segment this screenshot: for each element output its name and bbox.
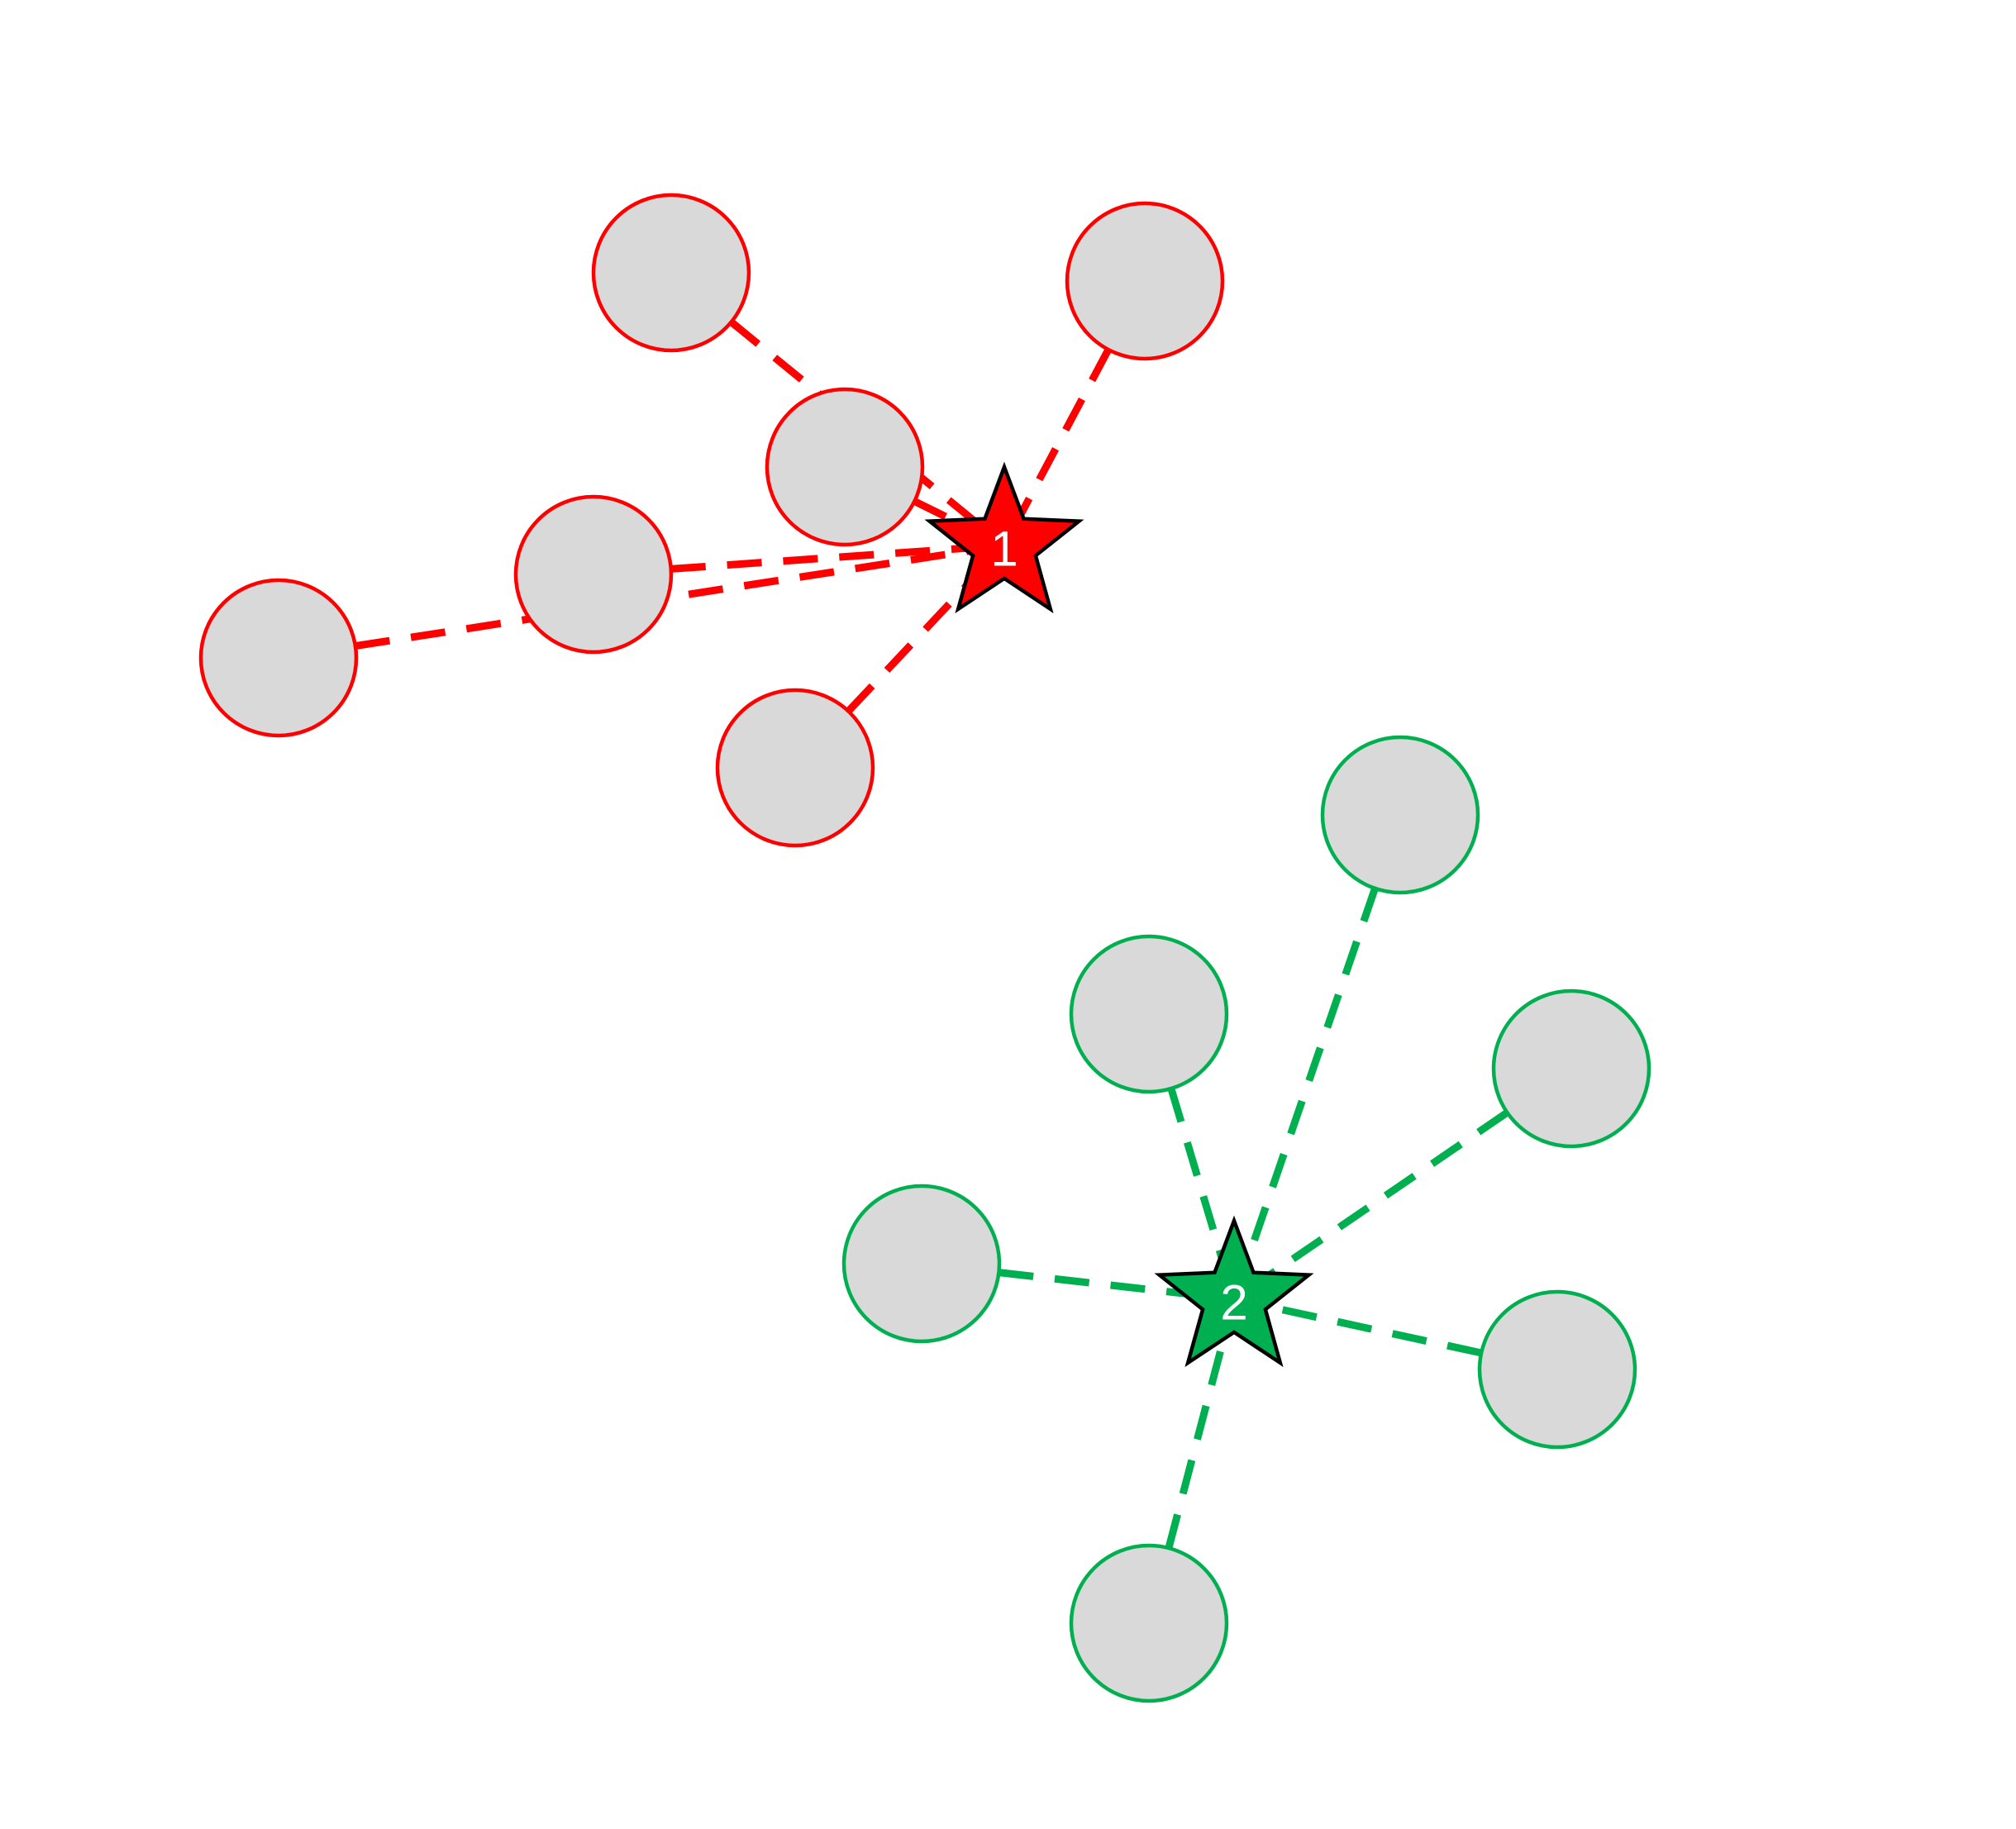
centers-layer: 1 2 <box>924 461 1314 1368</box>
cluster-1-star-icon <box>924 461 1084 614</box>
cluster-2-edge <box>1233 1295 1483 1357</box>
cluster-2-node <box>1069 1543 1229 1703</box>
cluster-2-center: 2 <box>1154 1215 1314 1368</box>
cluster-2-node <box>1477 1289 1637 1450</box>
cluster-2-edge <box>1165 1298 1238 1550</box>
cluster-1-node <box>513 494 674 655</box>
cluster-1-node <box>715 688 875 848</box>
cluster-1-label: 1 <box>990 522 1018 577</box>
nodes-layer <box>198 193 1651 1703</box>
cluster-1-edge <box>355 541 1005 650</box>
cluster-2-star-icon <box>1154 1215 1314 1368</box>
cluster-2-node <box>841 1184 1002 1344</box>
cluster-1-node <box>765 387 925 547</box>
cluster-1-node <box>591 193 751 353</box>
cluster-2-node <box>1069 934 1229 1094</box>
cluster-2-node <box>1491 988 1651 1149</box>
edges-layer <box>355 319 1509 1550</box>
cluster-1-node <box>1065 201 1225 361</box>
cluster-1-center: 1 <box>924 461 1084 614</box>
cluster-1-node <box>198 578 359 738</box>
cluster-2-edge <box>1230 887 1379 1301</box>
cluster-2-label: 2 <box>1220 1275 1247 1331</box>
cluster-2-node <box>1320 735 1480 895</box>
cluster-2-edge <box>1232 1109 1509 1303</box>
cluster-1-edge <box>670 541 1005 573</box>
